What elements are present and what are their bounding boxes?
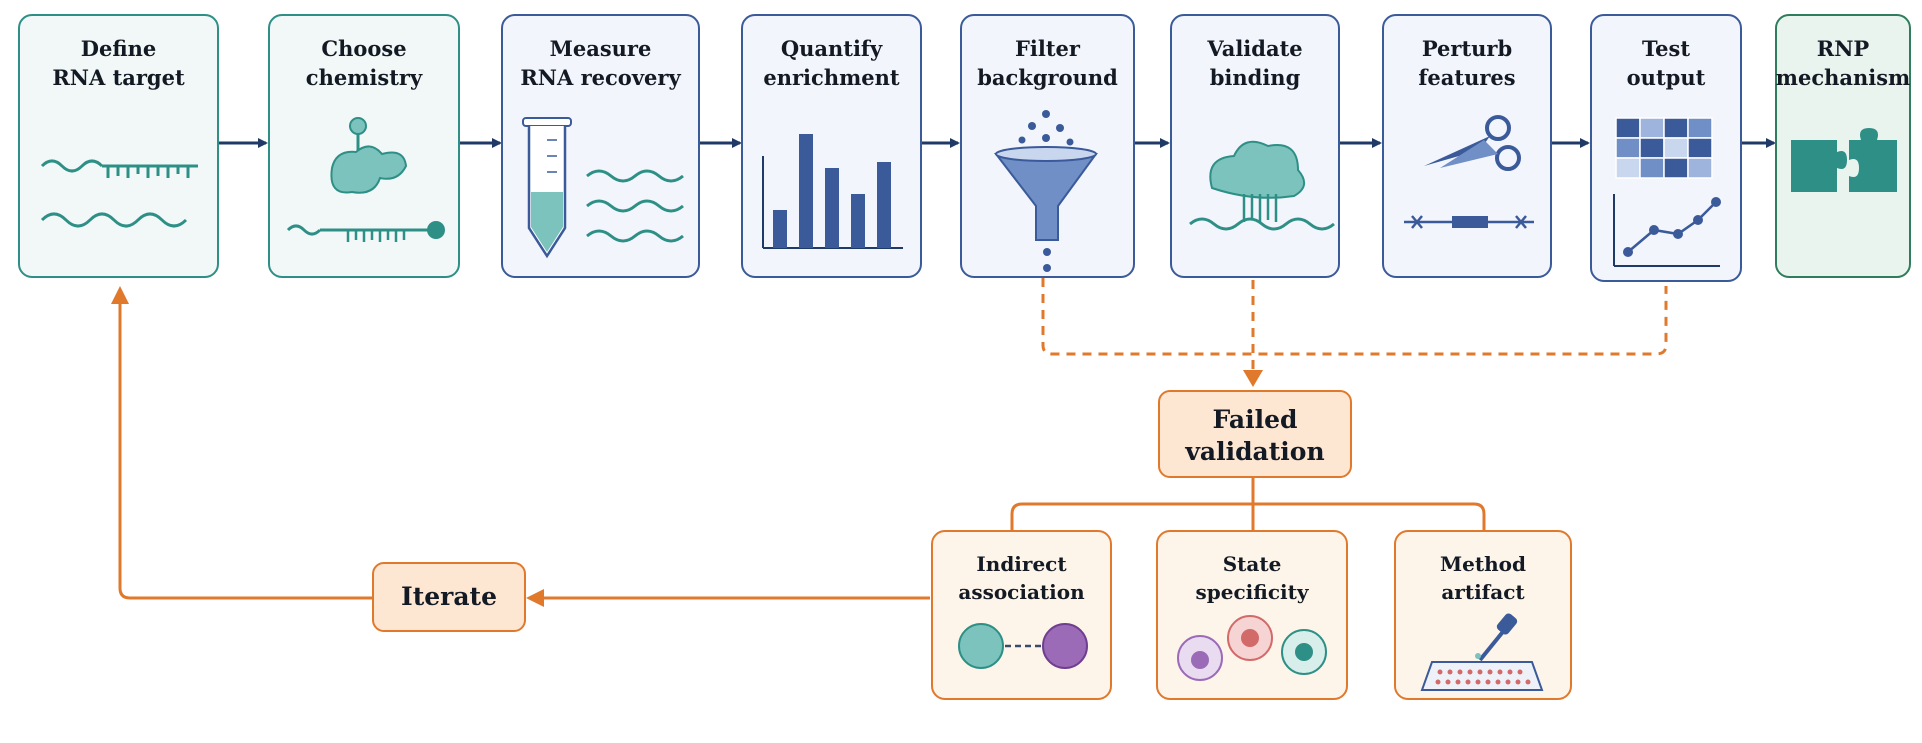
- cause-title-line1: Method: [1440, 552, 1526, 576]
- dashed-failure-lines: [1041, 278, 1668, 374]
- cause-title-line2: association: [958, 580, 1085, 604]
- step-rnp-mechanism: RNP mechanism: [1775, 14, 1911, 278]
- step-perturb-features: Perturb features: [1382, 14, 1552, 278]
- cause-indirect-association: Indirect association: [931, 530, 1112, 700]
- step-title-line1: Perturb: [1421, 36, 1513, 61]
- failed-title-line1: Failed: [1212, 405, 1298, 434]
- heatmap-line-icon: [1613, 117, 1721, 267]
- arrow-iterate-to-define: [111, 286, 372, 600]
- step-title-line2: chemistry: [305, 65, 423, 90]
- step-title-line1: RNP: [1816, 36, 1870, 61]
- cause-title-line2: artifact: [1441, 580, 1525, 604]
- step-title-line2: background: [977, 65, 1118, 90]
- failed-title-line2: validation: [1185, 437, 1325, 466]
- iterate-box: Iterate: [372, 562, 526, 632]
- step-choose-chemistry: Choose chemistry: [268, 14, 460, 278]
- step-title-line2: features: [1418, 65, 1516, 90]
- cause-title-line1: State: [1222, 552, 1282, 576]
- failed-arrowhead: [1243, 370, 1263, 387]
- protein-binding-icon: [1189, 140, 1335, 231]
- step-validate-binding: Validate binding: [1170, 14, 1340, 278]
- step-title-line2: RNA recovery: [520, 65, 681, 90]
- tube-icon: [522, 117, 684, 259]
- linked-circles-icon: [958, 623, 1088, 669]
- cause-title-line1: Indirect: [976, 552, 1067, 576]
- puzzle-icon: [1791, 128, 1897, 192]
- failed-validation-box: Failed validation: [1158, 390, 1352, 478]
- cells-icon: [1177, 615, 1327, 681]
- step-quantify-enrichment: Quantify enrichment: [741, 14, 922, 278]
- cause-state-specificity: State specificity: [1156, 530, 1348, 700]
- step-filter-background: Filter background: [960, 14, 1135, 278]
- cause-tree: [1010, 478, 1486, 530]
- bar-chart-icon: [762, 134, 903, 249]
- step-title-line2: binding: [1209, 65, 1301, 90]
- step-title-line2: output: [1626, 65, 1706, 90]
- step-title-line2: mechanism: [1775, 65, 1911, 90]
- cause-method-artifact: Method artifact: [1394, 530, 1572, 700]
- cause-title-line2: specificity: [1195, 580, 1309, 604]
- step-title-line1: Validate: [1207, 36, 1303, 61]
- scissors-icon: [1404, 115, 1534, 229]
- step-title-line2: RNA target: [52, 65, 185, 90]
- step-title-line1: Quantify: [780, 36, 883, 61]
- rna-strands-icon: [40, 159, 198, 228]
- chemistry-probe-icon: [286, 117, 445, 242]
- step-title-line1: Filter: [1014, 36, 1080, 61]
- step-test-output: Test output: [1590, 14, 1742, 282]
- step-title-line2: enrichment: [763, 65, 900, 90]
- step-title-line1: Measure: [549, 36, 652, 61]
- step-title-line1: Choose: [321, 36, 407, 61]
- funnel-icon: [993, 110, 1098, 272]
- iterate-label: Iterate: [401, 582, 497, 611]
- pipette-plate-icon: [1420, 613, 1544, 691]
- step-title-line1: Test: [1641, 36, 1691, 61]
- step-title-line1: Define: [80, 36, 157, 61]
